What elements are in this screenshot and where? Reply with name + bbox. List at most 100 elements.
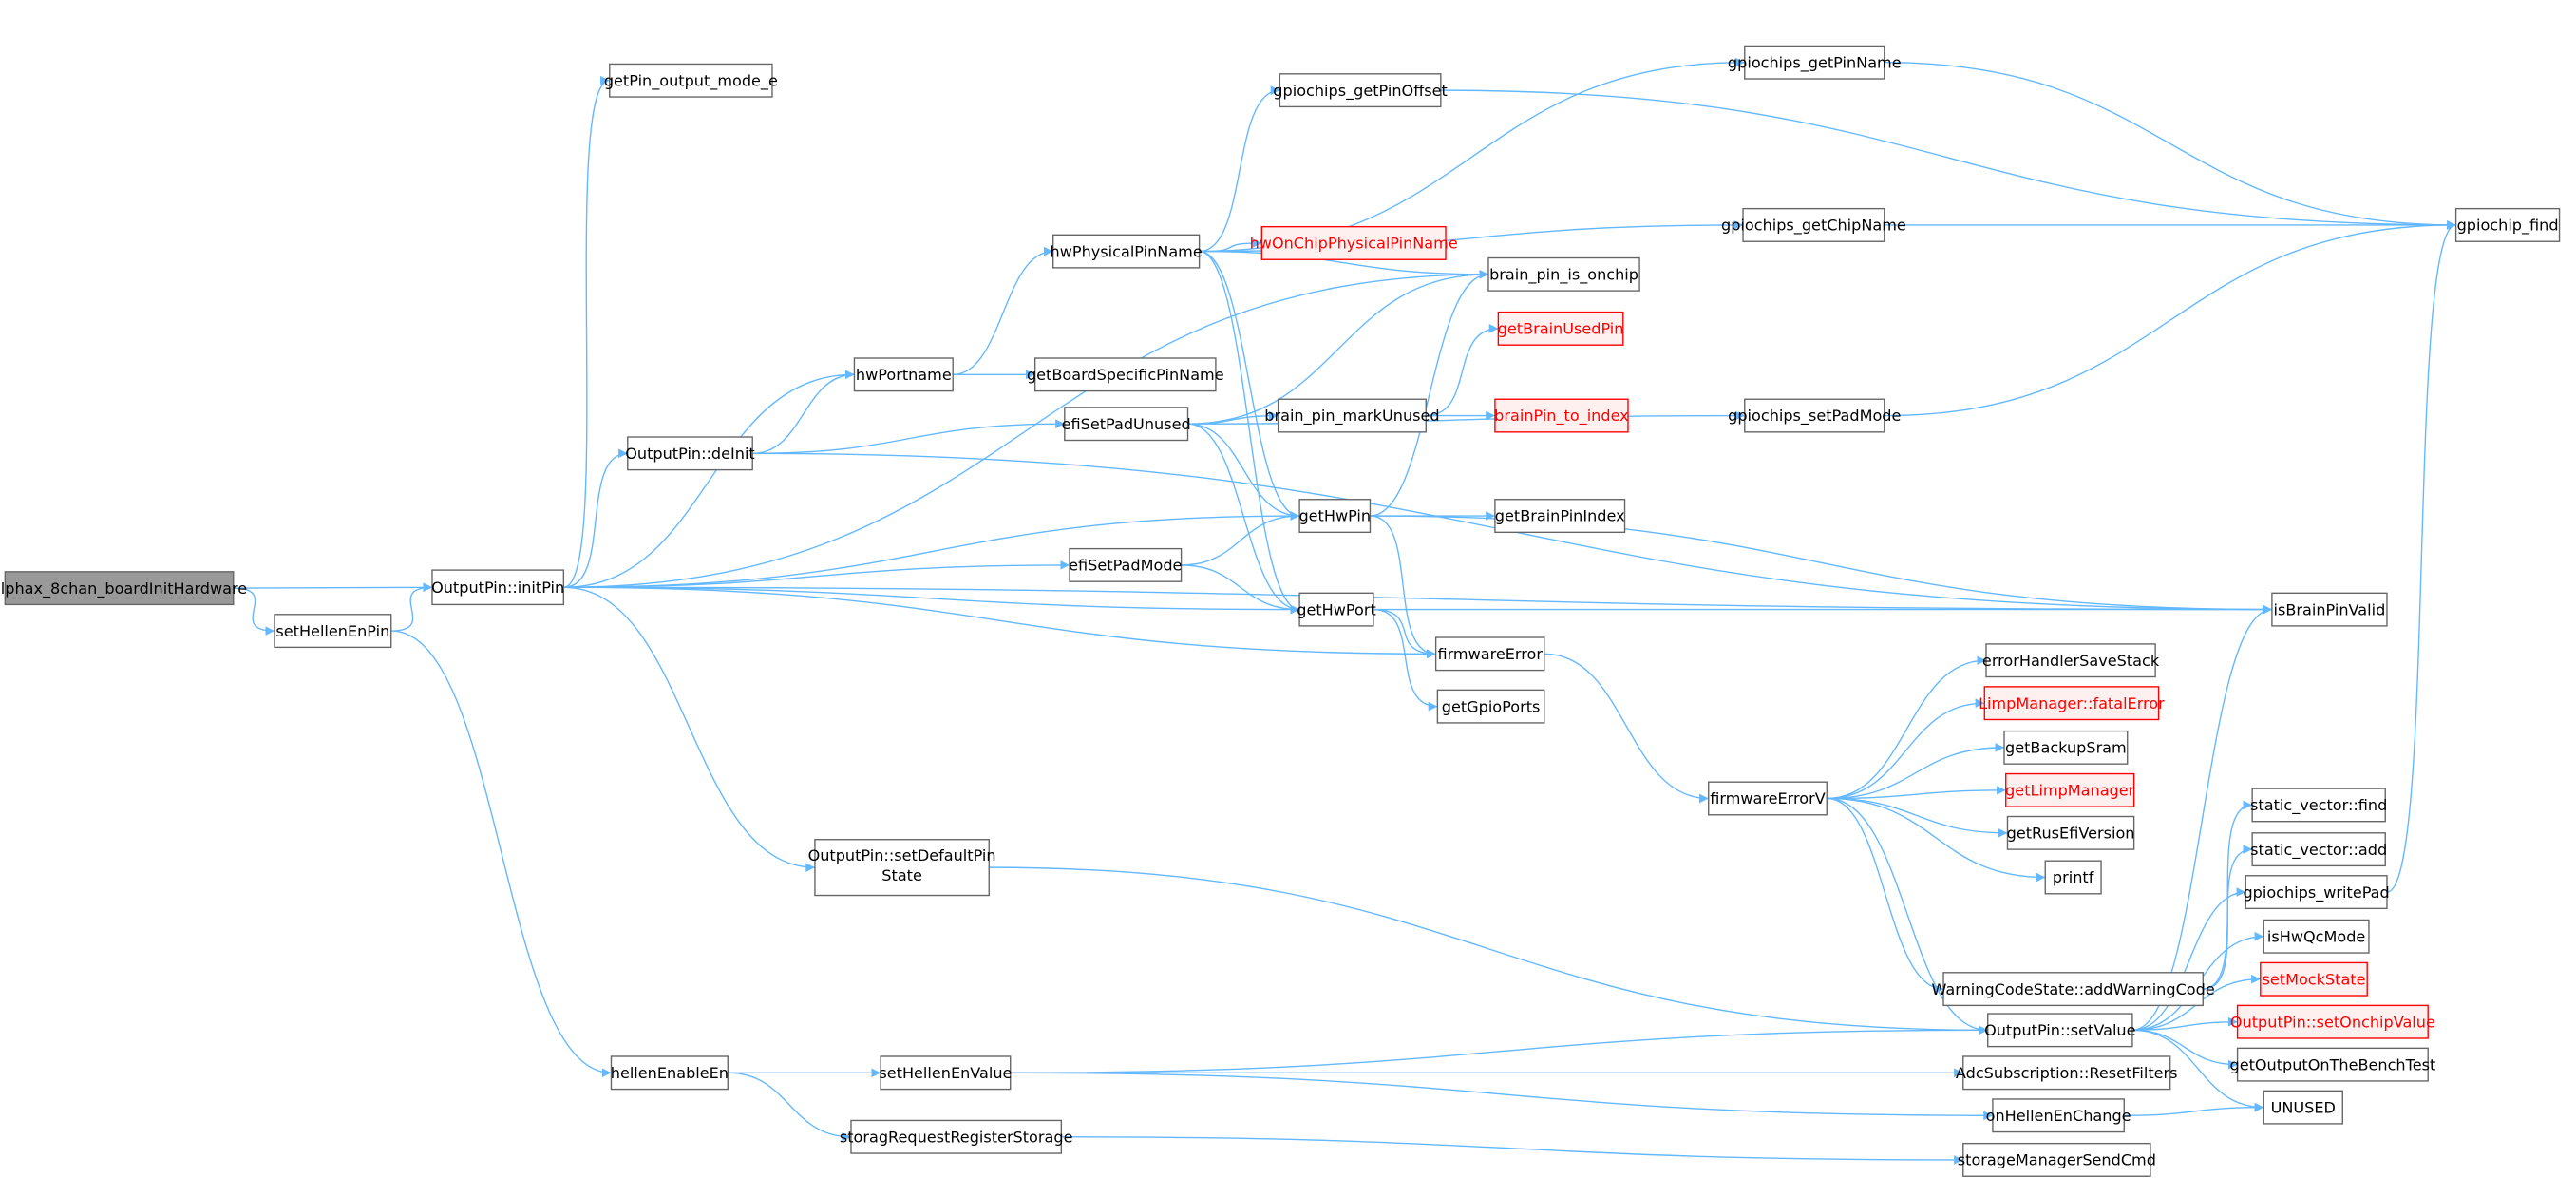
graph-node-getOutputOnTheBenchTest[interactable]: getOutputOnTheBenchTest (2229, 1047, 2435, 1082)
node-label: setHellenEnValue (879, 1064, 1012, 1082)
graph-node-gpiochipFind[interactable]: gpiochip_find (2454, 207, 2561, 242)
node-box (2454, 207, 2561, 242)
graph-node-storageManagerSendCmd[interactable]: storageManagerSendCmd (1958, 1142, 2156, 1177)
node-label: static_vector::add (2250, 841, 2387, 860)
graph-node-errorHandlerSaveStack[interactable]: errorHandlerSaveStack (1982, 643, 2160, 678)
edge-efiSetPadUnused-to-getHwPort (1187, 423, 1300, 615)
graph-node-resetFilters[interactable]: AdcSubscription::ResetFilters (1956, 1055, 2178, 1091)
graph-node-getBrainUsedPin[interactable]: getBrainUsedPin (1497, 311, 1624, 346)
graph-node-brainPinToIndex[interactable]: brainPin_to_index (1494, 398, 1629, 433)
node-label: OutputPin::initPin (431, 579, 564, 597)
graph-node-gpiochipsGetPinName[interactable]: gpiochips_getPinName (1728, 45, 1902, 80)
edge-hwPhysicalPinName-to-brainPinIsOnchip (1199, 250, 1488, 279)
graph-node-isBrainPinValid[interactable]: isBrainPinValid (2271, 592, 2388, 627)
graph-node-hellenEnableEn[interactable]: hellenEnableEn (611, 1055, 729, 1091)
node-box (853, 357, 954, 392)
graph-node-onHellenEnChange[interactable]: onHellenEnChange (1986, 1098, 2131, 1133)
graph-node-getBrainPinIndex[interactable]: getBrainPinIndex (1494, 499, 1626, 534)
edges-layer (233, 57, 2456, 1165)
graph-node-gpiochipsGetPinOffset[interactable]: gpiochips_getPinOffset (1273, 73, 1448, 108)
node-label: hwOnChipPhysicalPinName (1250, 235, 1458, 253)
graph-node-setOnchipValue[interactable]: OutputPin::setOnchipValue (2230, 1004, 2435, 1039)
edge-onHellenEnChange-to-unused (2124, 1102, 2264, 1116)
node-label: OutputPin::setValue (1984, 1021, 2136, 1039)
graph-node-getBackupSram[interactable]: getBackupSram (2003, 730, 2129, 765)
edge-efiSetPadUnused-to-brainPinIsOnchip (1187, 269, 1488, 425)
graph-node-hwPortname[interactable]: hwPortname (853, 357, 954, 392)
node-box (627, 436, 753, 471)
edge-hwPhysicalPinName-to-getHwPort (1199, 250, 1300, 615)
graph-node-getGpioPorts[interactable]: getGpioPorts (1436, 689, 1545, 724)
graph-node-unused[interactable]: UNUSED (2263, 1090, 2343, 1125)
node-label: alphax_8chan_boardInitHardware (0, 579, 247, 598)
node-label: efiSetPadMode (1069, 557, 1182, 575)
node-label: getBrainPinIndex (1495, 507, 1625, 525)
graph-node-brainPinIsOnchip[interactable]: brain_pin_is_onchip (1487, 256, 1640, 292)
node-label: LimpManager::fatalError (1979, 694, 2165, 712)
edge-setHellenEnPin-to-hellenEnableEn (390, 630, 612, 1078)
graph-node-getRusEfiVersion[interactable]: getRusEfiVersion (2006, 815, 2135, 850)
graph-node-getHwPort[interactable]: getHwPort (1297, 592, 1376, 627)
node-label: brain_pin_is_onchip (1489, 266, 1638, 285)
edge-storagRequest-to-storageManagerSendCmd (1061, 1136, 1963, 1165)
node-label: gpiochips_writePad (2243, 883, 2389, 902)
node-label: getRusEfiVersion (2007, 825, 2135, 843)
graph-node-alphax[interactable]: alphax_8chan_boardInitHardware (0, 571, 247, 606)
graph-node-efiSetPadUnused[interactable]: efiSetPadUnused (1062, 407, 1191, 442)
graph-node-fatalError[interactable]: LimpManager::fatalError (1979, 686, 2165, 721)
edge-initPin-to-getPinOutputMode (563, 75, 610, 588)
edge-setDefaultPinState-to-setValue (989, 866, 1988, 1035)
graph-node-deInit[interactable]: OutputPin::deInit (625, 436, 755, 471)
node-box (1064, 407, 1189, 442)
graph-node-hwPhysicalPinName[interactable]: hwPhysicalPinName (1051, 234, 1203, 269)
edge-firmwareErrorV-to-getBackupSram (1827, 743, 2005, 800)
edge-getHwPort-to-getGpioPorts (1373, 608, 1438, 712)
graph-node-setHellenEnValue[interactable]: setHellenEnValue (879, 1055, 1013, 1091)
graph-node-firmwareErrorV[interactable]: firmwareErrorV (1708, 781, 1828, 816)
graph-node-gpiochipsGetChipName[interactable]: gpiochips_getChipName (1721, 207, 1906, 242)
graph-node-isHwQcMode[interactable]: isHwQcMode (2263, 919, 2370, 954)
graph-node-firmwareError[interactable]: firmwareError (1434, 636, 1545, 672)
edge-setHellenEnValue-to-setValue (1010, 1025, 1988, 1073)
node-box (431, 569, 565, 606)
edge-firmwareErrorV-to-setValue (1827, 797, 1988, 1035)
graph-node-getPinOutputMode[interactable]: getPin_output_mode_e (604, 63, 778, 98)
graph-node-hwOnChipPhysicalPinName[interactable]: hwOnChipPhysicalPinName (1250, 225, 1458, 260)
edge-hellenEnableEn-to-storagRequest (728, 1072, 851, 1142)
node-box (2236, 1004, 2429, 1039)
graph-node-getHwPin[interactable]: getHwPin (1298, 499, 1372, 534)
node-box (4, 571, 235, 606)
graph-node-addWarningCode[interactable]: WarningCodeState::addWarningCode (1932, 972, 2215, 1007)
graph-node-getBoardSpecificPinName[interactable]: getBoardSpecificPinName (1027, 357, 1224, 392)
graph-node-getLimpManager[interactable]: getLimpManager (2005, 772, 2135, 807)
node-label: getHwPin (1298, 507, 1371, 525)
graph-node-printf[interactable]: printf (2044, 860, 2102, 895)
graph-node-brainPinMarkUnused[interactable]: brain_pin_markUnused (1264, 398, 1440, 433)
graph-node-efiSetPadMode[interactable]: efiSetPadMode (1069, 547, 1183, 582)
edge-initPin-to-efiSetPadMode (563, 560, 1070, 588)
graph-node-setValue[interactable]: OutputPin::setValue (1984, 1013, 2136, 1048)
edge-efiSetPadUnused-to-getHwPin (1187, 423, 1300, 521)
node-label: getPin_output_mode_e (604, 71, 778, 90)
graph-node-initPin[interactable]: OutputPin::initPin (431, 569, 565, 606)
node-box (2006, 815, 2135, 850)
node-box (814, 839, 990, 897)
graph-node-gpiochipsWritePad[interactable]: gpiochips_writePad (2243, 875, 2390, 910)
node-box (1497, 311, 1624, 346)
node-label: hwPortname (856, 366, 952, 384)
node-label: getGpioPorts (1442, 697, 1541, 715)
node-box (1279, 73, 1442, 108)
node-label: efiSetPadUnused (1062, 415, 1191, 433)
node-label: OutputPin::deInit (625, 445, 754, 463)
graph-node-staticVectorAdd[interactable]: static_vector::add (2250, 832, 2387, 867)
graph-node-storagRequest[interactable]: storagRequestRegisterStorage (840, 1119, 1073, 1154)
edge-firmwareErrorV-to-getLimpManager (1827, 785, 2006, 800)
node-box (1277, 398, 1427, 433)
graph-node-gpiochipsSetPadMode[interactable]: gpiochips_setPadMode (1728, 398, 1901, 433)
edge-gpiochipsSetPadMode-to-gpiochipFind (1884, 220, 2456, 417)
graph-node-setMockState[interactable]: setMockState (2260, 961, 2368, 997)
graph-node-staticVectorFind[interactable]: static_vector::find (2250, 788, 2387, 823)
graph-node-setHellenEnPin[interactable]: setHellenEnPin (274, 614, 392, 649)
